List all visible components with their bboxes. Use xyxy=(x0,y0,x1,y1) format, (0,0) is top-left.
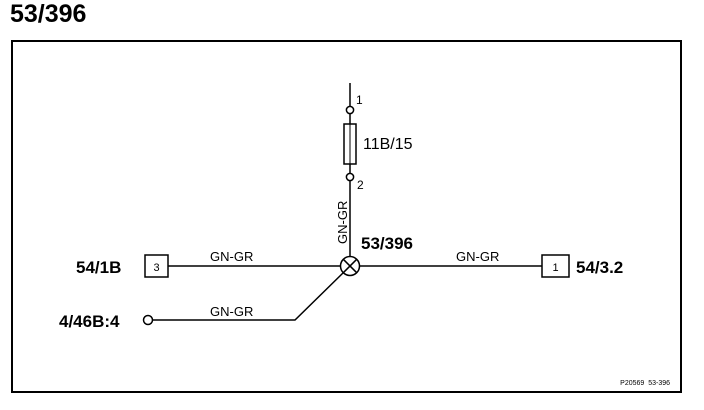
left-connector-name: 54/1B xyxy=(76,258,121,277)
lower-wire xyxy=(153,271,345,321)
fuse-pin-1-label: 1 xyxy=(356,93,363,107)
lower-terminal xyxy=(142,314,154,326)
vertical-wire-color: GN-GR xyxy=(335,201,350,244)
splice-node xyxy=(339,255,361,277)
lower-terminal-name: 4/46B:4 xyxy=(59,312,120,331)
page-title: 53/396 xyxy=(10,0,87,28)
right-connector-box xyxy=(541,254,570,278)
right-connector-pin: 1 xyxy=(552,262,558,274)
fuse-pin-2-terminal xyxy=(345,172,355,182)
reference-code: P20569 53-396 xyxy=(620,380,670,387)
right-connector-name: 54/3.2 xyxy=(576,258,623,277)
diagram-frame xyxy=(11,40,682,393)
right-wire-color: GN-GR xyxy=(456,249,499,264)
fuse-pin-2-label: 2 xyxy=(357,178,364,192)
left-wire-color: GN-GR xyxy=(210,249,253,264)
left-connector-box xyxy=(144,254,169,278)
lower-wire-color: GN-GR xyxy=(210,304,253,319)
fuse-label: 11B/15 xyxy=(363,136,413,153)
left-connector-pin: 3 xyxy=(153,262,159,274)
splice-label: 53/396 xyxy=(361,234,413,253)
fuse-pin-1-terminal xyxy=(345,105,355,115)
